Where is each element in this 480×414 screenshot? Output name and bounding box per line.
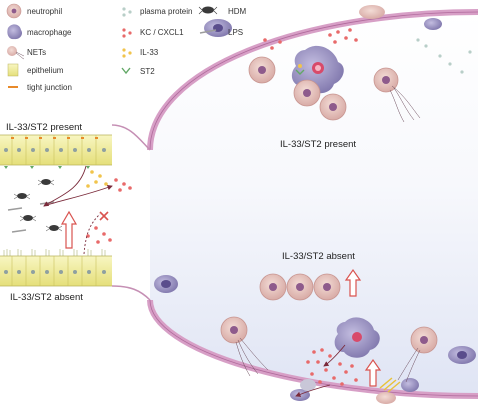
alveolus-absent-content (220, 268, 438, 397)
increase-arrow-icon (344, 268, 362, 297)
neutrophil-group (248, 56, 421, 123)
legend-tight-junction: tight junction (27, 83, 72, 92)
plasma-protein-icon (122, 7, 132, 17)
legend-plasma-protein: plasma protein (140, 7, 192, 16)
epithelium-icon (7, 63, 19, 77)
legend-nets: NETs (27, 48, 46, 57)
legend: neutrophil macrophage NETs epithelium ti… (6, 3, 247, 92)
lps-icon (199, 29, 217, 34)
legend-hdm: HDM (228, 7, 247, 16)
kc-cxcl1-dots (306, 348, 358, 386)
blocked-cross-icon (99, 211, 109, 221)
macrophage-membrane-group (154, 5, 476, 404)
airway-epithelium-absent (0, 249, 112, 287)
hdm-icon (17, 179, 59, 231)
legend-st2: ST2 (140, 67, 155, 76)
legend-kc-cxcl1: KC / CXCL1 (140, 28, 184, 37)
label-left-present: IL-33/ST2 present (6, 122, 82, 133)
legend-il33: IL-33 (140, 48, 159, 57)
nets-icon (7, 46, 17, 56)
kc-cxcl1-dots (263, 28, 358, 50)
label-alveolus-present: IL-33/ST2 present (280, 139, 356, 150)
macrophage-cell (359, 5, 385, 19)
legend-neutrophil: neutrophil (27, 7, 62, 16)
neutrophil-group (220, 273, 438, 383)
legend-epithelium: epithelium (27, 66, 64, 75)
il33-dots (86, 170, 108, 188)
alveolus (111, 9, 479, 399)
airway-epithelium-present (0, 134, 112, 169)
macrophage-cell (300, 379, 316, 391)
alveolus-lumen (150, 12, 478, 396)
kc-cxcl1-icon (122, 28, 132, 38)
macrophage-cell (401, 378, 419, 392)
legend-lps: LPS (228, 28, 243, 37)
label-left-absent: IL-33/ST2 absent (10, 292, 83, 303)
increase-arrow-icon (60, 210, 78, 249)
macrophage-cell (424, 18, 442, 30)
airway-lumen-content (7, 165, 132, 255)
macrophage-cell (376, 392, 396, 404)
alveolus-present-content (248, 28, 472, 123)
macrophage-icon (7, 24, 23, 40)
st2-icon (121, 67, 131, 75)
hdm-icon (198, 6, 218, 15)
tight-junction-icon (8, 86, 18, 88)
il33-icon (122, 48, 132, 58)
legend-macrophage: macrophage (27, 28, 72, 37)
kc-cxcl1-dots (86, 178, 132, 244)
plasma-protein-dots (416, 38, 472, 74)
increase-arrow-icon (364, 358, 382, 387)
label-alveolus-absent: IL-33/ST2 absent (282, 251, 355, 262)
lps-marks (379, 377, 401, 393)
